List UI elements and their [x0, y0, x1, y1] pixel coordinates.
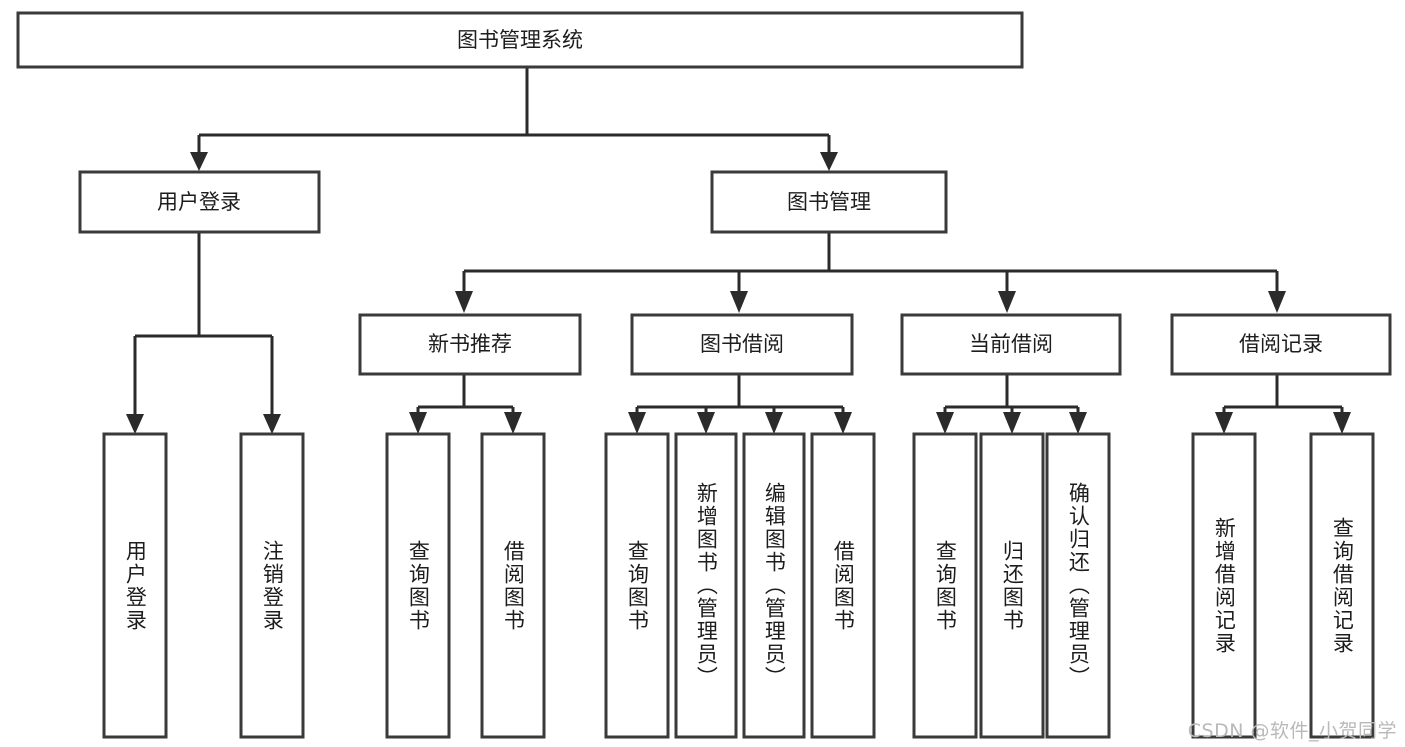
- node-root-system[interactable]: 图书管理系统: [16, 11, 1024, 69]
- node-box-book-borrow[interactable]: [630, 313, 854, 376]
- node-book-manage[interactable]: 图书管理: [710, 170, 948, 234]
- arrow-head-leaf-confirm-return: [1069, 412, 1087, 434]
- connector-group-user-login: [126, 232, 281, 434]
- node-user-login[interactable]: 用户登录: [78, 170, 321, 234]
- arrow-head-leaf-return-book: [1003, 412, 1021, 434]
- arrow-head-book-manage: [820, 152, 838, 171]
- connector-group-book-manage: [455, 232, 1286, 313]
- node-box-borrow-record[interactable]: [1170, 313, 1392, 376]
- node-box-leaf-add-record[interactable]: [1191, 432, 1257, 739]
- connector-group-root: [190, 67, 838, 171]
- node-box-leaf-edit-book[interactable]: [742, 432, 806, 739]
- arrow-head-leaf-query-book-2: [628, 412, 646, 434]
- node-label-user-login: 用户登录: [157, 190, 241, 214]
- arrow-head-book-borrow: [730, 291, 748, 313]
- node-box-leaf-query-record[interactable]: [1309, 432, 1375, 739]
- node-box-leaf-query-book-3[interactable]: [912, 432, 978, 739]
- connector-group-book-borrow: [628, 374, 852, 434]
- node-box-new-book-recommend[interactable]: [358, 313, 582, 376]
- arrow-head-borrow-record: [1268, 291, 1286, 313]
- arrow-head-user-login: [190, 152, 208, 171]
- node-label-book-manage: 图书管理: [787, 190, 871, 214]
- arrow-head-leaf-query-book-1: [409, 412, 427, 434]
- node-box-leaf-query-book-2[interactable]: [604, 432, 670, 739]
- arrow-head-leaf-add-book: [697, 412, 715, 434]
- node-box-leaf-return-book[interactable]: [979, 432, 1045, 739]
- node-box-leaf-borrow-book-2[interactable]: [810, 432, 876, 739]
- node-label-new-book-recommend: 新书推荐: [428, 332, 512, 356]
- node-box-current-borrow[interactable]: [900, 313, 1122, 376]
- node-label-root-system: 图书管理系统: [457, 28, 583, 52]
- node-label-current-borrow: 当前借阅: [969, 332, 1053, 356]
- node-label-borrow-record: 借阅记录: [1239, 332, 1323, 356]
- node-box-leaf-user-logout[interactable]: [239, 432, 305, 739]
- node-new-book-recommend[interactable]: 新书推荐: [358, 313, 582, 376]
- node-box-root-system[interactable]: [16, 11, 1024, 69]
- node-borrow-record[interactable]: 借阅记录: [1170, 313, 1392, 376]
- node-box-leaf-add-book[interactable]: [674, 432, 738, 739]
- node-label-book-borrow: 图书借阅: [700, 332, 784, 356]
- arrow-head-leaf-add-record: [1215, 412, 1233, 434]
- arrow-head-leaf-user-login: [126, 414, 144, 434]
- connector-group-borrow-record: [1215, 374, 1351, 434]
- node-current-borrow[interactable]: 当前借阅: [900, 313, 1122, 376]
- arrow-head-leaf-edit-book: [765, 412, 783, 434]
- node-box-user-login[interactable]: [78, 170, 321, 234]
- connector-group-current-borrow: [936, 374, 1087, 434]
- arrow-head-leaf-query-record: [1333, 412, 1351, 434]
- node-box-leaf-query-book-1[interactable]: [385, 432, 451, 739]
- arrow-head-current-borrow: [998, 291, 1016, 313]
- watermark-text: CSDN @软件_小贺同学: [1187, 720, 1397, 742]
- node-box-leaf-user-login[interactable]: [102, 432, 168, 739]
- node-box-leaf-confirm-return[interactable]: [1045, 432, 1111, 739]
- arrow-head-leaf-user-logout: [263, 414, 281, 434]
- arrow-head-new-book-recommend: [455, 291, 473, 313]
- arrow-head-leaf-borrow-book-2: [834, 412, 852, 434]
- arrow-head-leaf-query-book-3: [936, 412, 954, 434]
- node-box-leaf-borrow-book-1[interactable]: [480, 432, 546, 739]
- node-book-borrow[interactable]: 图书借阅: [630, 313, 854, 376]
- arrow-head-leaf-borrow-book-1: [504, 412, 522, 434]
- connector-group-new-book-recommend: [409, 374, 522, 434]
- node-box-book-manage[interactable]: [710, 170, 948, 234]
